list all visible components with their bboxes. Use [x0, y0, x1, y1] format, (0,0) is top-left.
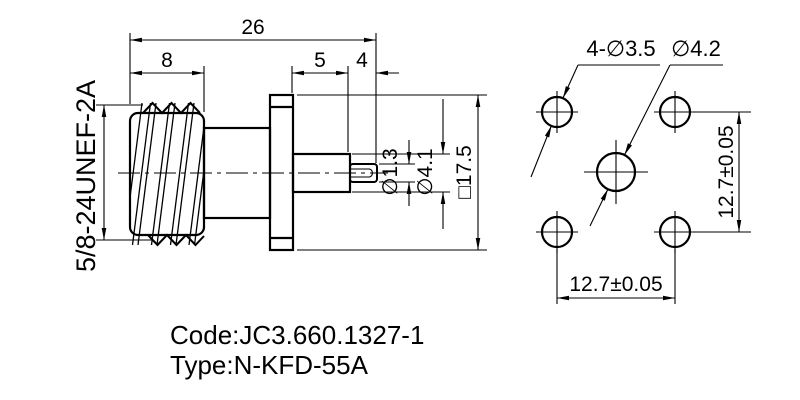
corner-hole-top-right — [654, 91, 696, 133]
label-corner-holes: 4-∅3.5 — [586, 36, 655, 61]
dim-label-flange-square: □17.5 — [453, 145, 476, 199]
center-pin — [349, 163, 378, 183]
dim-label-8: 8 — [161, 49, 173, 72]
dim-label-pin-diameter: ∅1.3 — [379, 148, 402, 196]
part-type: Type:N-KFD-55A — [170, 350, 369, 380]
thread-hatch — [130, 103, 204, 245]
dim-body-length: 5 — [291, 49, 349, 152]
leader-corner-holes: 4-∅3.5 — [530, 36, 660, 178]
dim-pin-diameter: ∅1.3 — [379, 140, 415, 206]
part-code: Code:JC3.660.1327-1 — [170, 320, 424, 350]
dim-thread-length: 8 — [130, 49, 205, 112]
center-hole — [584, 140, 648, 204]
corner-hole-top-left — [536, 91, 578, 133]
dim-label-4: 4 — [356, 49, 368, 72]
side-view: 26 8 5 4 5/8-24UNEF-2A — [71, 16, 487, 272]
dim-label-5: 5 — [314, 49, 326, 72]
pin-socket-bore — [350, 168, 373, 178]
dim-flange-square: □17.5 — [297, 94, 487, 251]
dim-label-26: 26 — [241, 16, 264, 39]
footer-notes: Code:JC3.660.1327-1 Type:N-KFD-55A — [170, 320, 424, 380]
dim-pitch-horizontal: 12.7±0.05 — [556, 249, 676, 304]
dim-barrel-diameter: ∅4.1 — [352, 99, 450, 229]
corner-hole-bottom-right — [654, 211, 696, 253]
dim-pitch-vertical: 12.7±0.05 — [696, 111, 751, 233]
face-view: 4-∅3.5 ∅4.2 12.7±0.05 12.7±0.05 — [530, 36, 751, 304]
dim-pin-length: 4 — [356, 49, 399, 76]
dim-label-pitch-horizontal: 12.7±0.05 — [569, 273, 662, 296]
corner-hole-bottom-left — [536, 211, 578, 253]
dim-label-pitch-vertical: 12.7±0.05 — [715, 125, 738, 218]
leader-center-hole: ∅4.2 — [589, 36, 723, 227]
dim-thread-spec: 5/8-24UNEF-2A — [71, 80, 153, 272]
thread-crest-top — [142, 101, 201, 115]
dim-label-thread-spec: 5/8-24UNEF-2A — [71, 80, 101, 272]
dim-label-barrel-diameter: ∅4.1 — [414, 148, 437, 196]
dim-total-length: 26 — [129, 16, 377, 163]
label-center-hole: ∅4.2 — [671, 36, 721, 61]
